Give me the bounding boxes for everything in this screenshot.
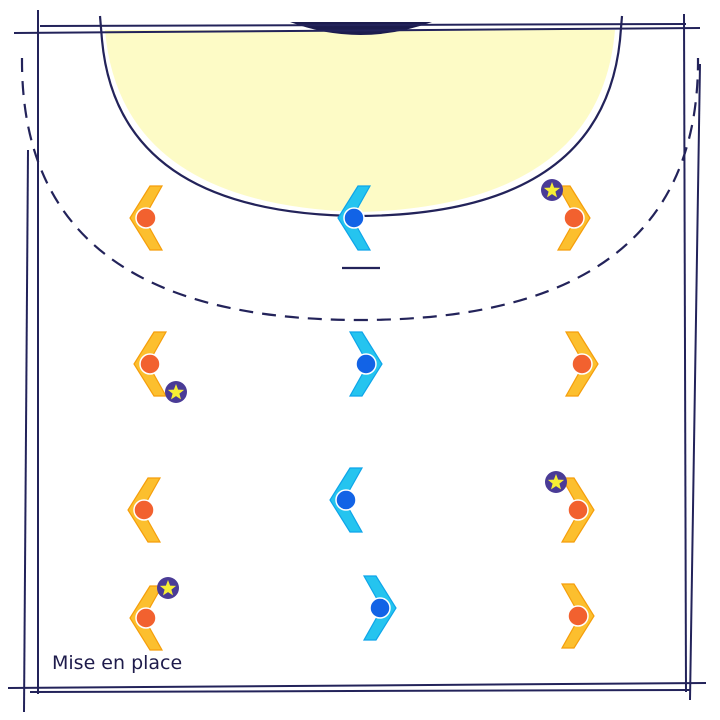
defender-marker: [337, 185, 372, 251]
caption: Mise en place: [52, 652, 183, 674]
defender-marker: [348, 331, 383, 397]
player-dot: [135, 207, 157, 229]
player-dot: [563, 207, 585, 229]
defender-marker: [329, 467, 364, 533]
player-dot: [355, 353, 377, 375]
player-dot: [135, 607, 157, 629]
free-throw-line: [20, 57, 700, 322]
player-dot: [139, 353, 161, 375]
attacker-marker: [129, 577, 179, 651]
defender-marker: [362, 575, 397, 641]
player-dot: [571, 353, 593, 375]
attacker-marker: [541, 179, 591, 251]
attacker-marker: [127, 477, 162, 543]
player-dot: [343, 207, 365, 229]
star-icon: [159, 580, 177, 596]
player-dot: [369, 597, 391, 619]
attacker-marker: [564, 331, 599, 397]
attacker-marker: [545, 471, 595, 543]
player-dot: [133, 499, 155, 521]
player-dot: [567, 605, 589, 627]
star-icon: [543, 182, 561, 198]
goal-area: [105, 30, 615, 212]
star-icon: [547, 474, 565, 490]
attacker-marker: [133, 331, 187, 403]
player-dot: [567, 499, 589, 521]
star-icon: [167, 384, 185, 400]
attacker-marker: [560, 583, 595, 649]
player-dot: [335, 489, 357, 511]
attacker-marker: [129, 185, 164, 251]
court-outline: [7, 10, 707, 713]
